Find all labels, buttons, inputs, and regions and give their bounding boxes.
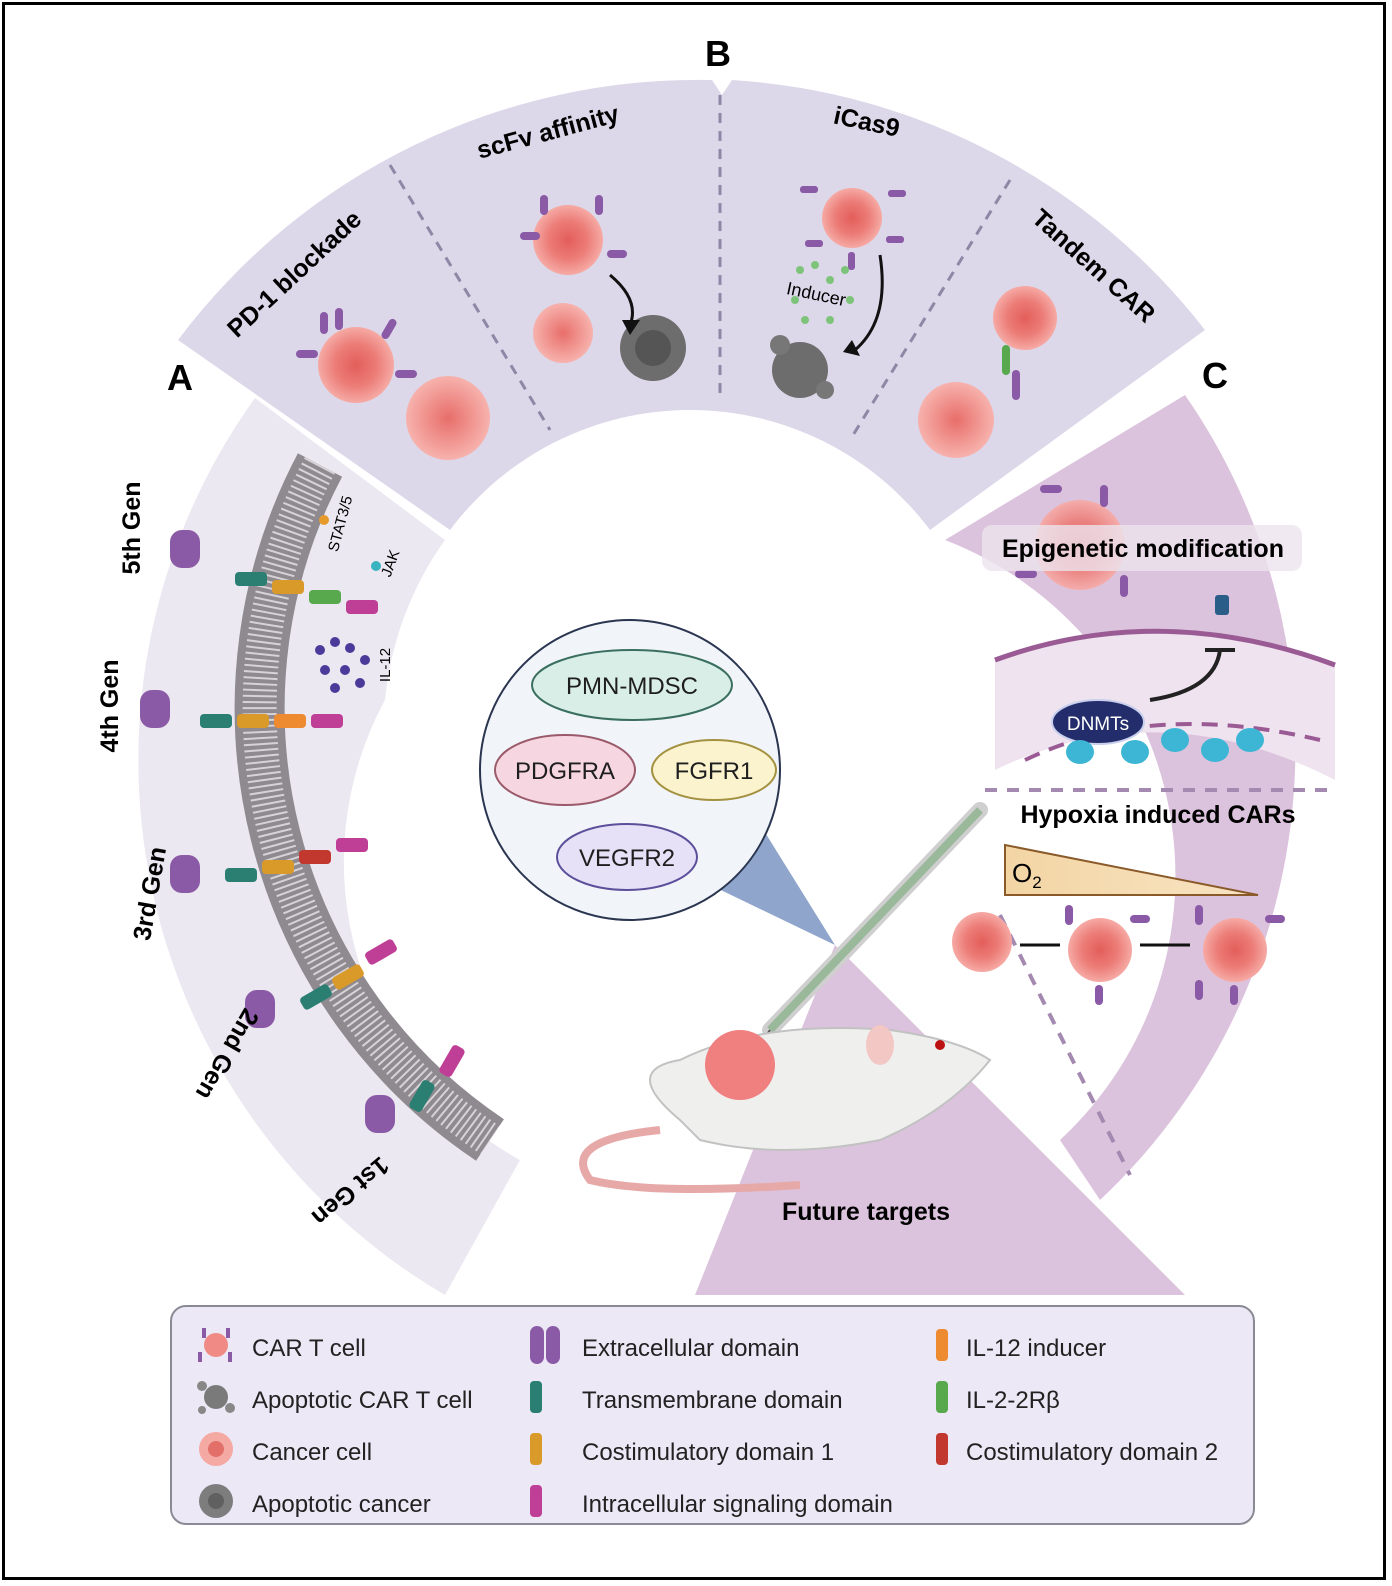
legend-item: Apoptotic CAR T cell	[194, 1376, 473, 1425]
legend-item: Cancer cell	[194, 1428, 372, 1477]
car-t-cell-icon	[520, 195, 627, 275]
legend-item: Costimulatory domain 2	[932, 1428, 1218, 1477]
legend-item: Extracellular domain	[524, 1324, 799, 1373]
il12-particles	[315, 637, 370, 693]
target-label: PDGFRA	[515, 758, 615, 785]
target-ellipse	[494, 734, 636, 806]
car-t-cell-icon	[194, 1324, 238, 1373]
legend-label: CAR T cell	[252, 1334, 366, 1362]
legend: CAR T cell Apoptotic CAR T cell Cancer c…	[170, 1305, 1255, 1525]
car-t-cell-icon	[1065, 905, 1150, 1005]
target-ellipse	[651, 739, 777, 801]
legend-label: Cancer cell	[252, 1438, 373, 1466]
dna-nucleosomes	[1066, 728, 1264, 764]
legend-label: Extracellular domain	[582, 1334, 800, 1362]
cancer-cell-icon	[406, 376, 490, 460]
cancer-cell-icon	[918, 382, 994, 458]
costimulatory-domain-2-icon	[932, 1428, 952, 1477]
legend-item: Costimulatory domain 1	[524, 1428, 834, 1477]
il2-2rb-icon	[932, 1376, 952, 1425]
car-construct	[365, 1045, 465, 1133]
target-label: VEGFR2	[579, 845, 675, 872]
panel-c-background	[945, 395, 1296, 1200]
generation-label: 5th Gen	[118, 481, 146, 574]
legend-label: Transmembrane domain	[582, 1386, 843, 1414]
generation-label: 4th Gen	[96, 659, 124, 752]
target-label: FGFR1	[675, 758, 754, 785]
costimulatory-domain-1-icon	[524, 1428, 568, 1477]
panel-a-background	[138, 398, 520, 1295]
transmembrane-domain-icon	[524, 1376, 568, 1425]
o2-label: O2	[1012, 858, 1042, 892]
target-ellipse	[531, 649, 733, 721]
future-targets-label: Future targets	[782, 1198, 950, 1226]
apoptotic-car-t-cell-icon	[770, 335, 834, 399]
panel-letter-b: B	[705, 33, 731, 74]
extracellular-domain-icon	[524, 1324, 568, 1373]
dnmts-badge	[1051, 699, 1145, 745]
panel-letter-a: A	[167, 357, 193, 398]
arrow-icon	[854, 254, 884, 352]
apoptotic-cancer-icon	[194, 1480, 238, 1529]
car-construct	[245, 939, 397, 1028]
legend-item: Intracellular signaling domain	[524, 1480, 893, 1529]
car-construct	[170, 515, 381, 614]
cancer-cell-icon	[194, 1428, 238, 1477]
car-t-cell-icon	[800, 186, 906, 270]
legend-label: IL-12 inducer	[966, 1334, 1107, 1362]
legend-item: IL-12 inducer	[932, 1324, 1106, 1373]
o2-gradient	[1004, 843, 1259, 896]
il12-inducer-icon	[932, 1324, 952, 1373]
apoptotic-car-t-cell-icon	[194, 1376, 238, 1425]
inducer-particles	[791, 261, 854, 324]
car-construct	[140, 690, 343, 728]
legend-item: Transmembrane domain	[524, 1376, 843, 1425]
car-construct	[170, 838, 368, 893]
target-ellipse	[556, 823, 698, 891]
mouse-icon	[579, 1025, 992, 1193]
divider	[848, 179, 1012, 441]
legend-label: IL-2-2Rβ	[966, 1386, 1060, 1414]
intracellular-signaling-domain-icon	[524, 1480, 568, 1529]
car-t-cell-icon	[1195, 905, 1285, 1005]
legend-label: Costimulatory domain 1	[582, 1438, 835, 1466]
car-t-cell-icon	[296, 308, 417, 403]
legend-item: IL-2-2Rβ	[932, 1376, 1060, 1425]
target-label: PMN-MDSC	[566, 673, 698, 700]
legend-item: CAR T cell	[194, 1324, 366, 1373]
receptor-icon	[1215, 595, 1229, 615]
inhibition-arrow	[1149, 649, 1222, 702]
cancer-cell-icon	[533, 303, 593, 363]
panel-letter-c: C	[1202, 355, 1228, 396]
car-t-cell-icon	[952, 912, 1012, 972]
il12-label: IL-12	[377, 648, 394, 682]
hypoxia-title: Hypoxia induced CARs	[1020, 801, 1295, 829]
legend-label: Intracellular signaling domain	[582, 1490, 893, 1518]
legend-item: Apoptotic cancer	[194, 1480, 431, 1529]
epigenetic-title: Epigenetic modification	[1002, 535, 1284, 563]
dnmts-label: DNMTs	[1067, 714, 1129, 735]
legend-label: Costimulatory domain 2	[966, 1438, 1219, 1466]
car-t-cell-icon	[993, 286, 1057, 350]
apoptotic-cancer-icon	[620, 315, 686, 381]
legend-label: Apoptotic cancer	[252, 1490, 431, 1518]
divider	[388, 164, 552, 431]
legend-label: Apoptotic CAR T cell	[252, 1386, 473, 1414]
